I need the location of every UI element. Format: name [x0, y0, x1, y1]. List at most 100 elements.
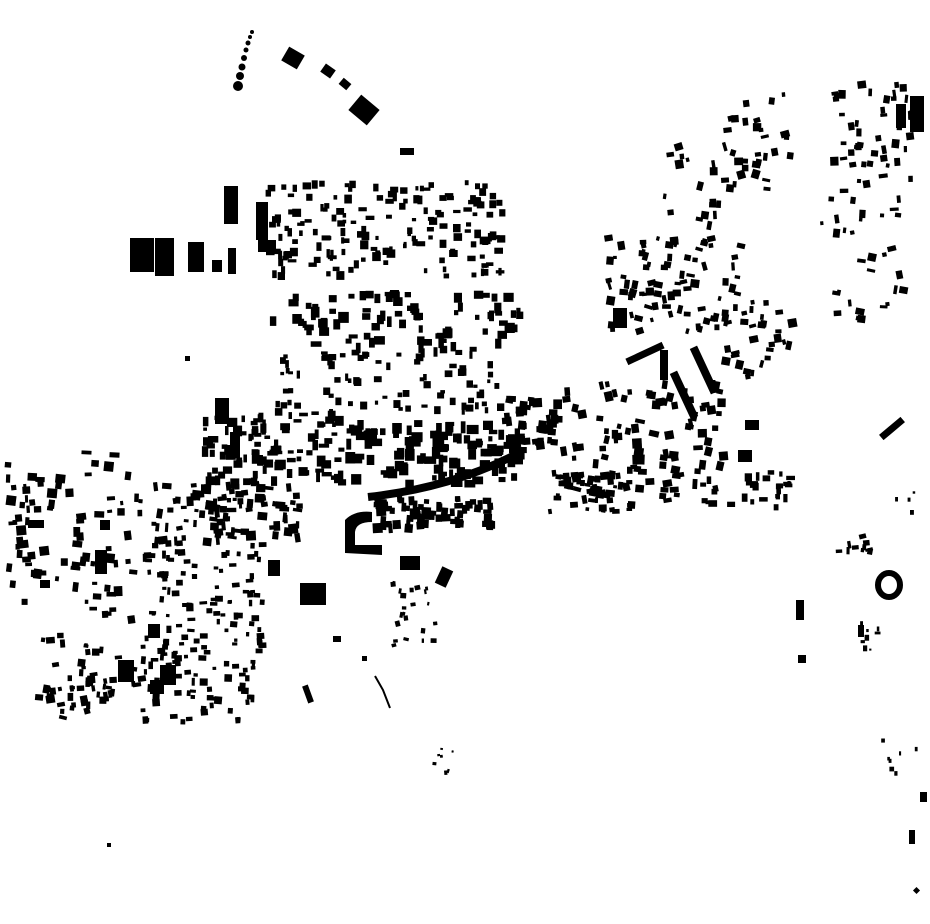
building — [497, 403, 505, 411]
building — [232, 663, 240, 669]
building — [174, 689, 182, 696]
building — [423, 207, 428, 215]
building — [234, 483, 240, 490]
building — [237, 498, 244, 505]
building — [483, 509, 492, 515]
building — [495, 338, 502, 349]
building — [25, 562, 33, 567]
building — [405, 479, 414, 492]
building — [862, 179, 871, 189]
building — [674, 281, 681, 286]
building — [600, 453, 609, 461]
building — [232, 642, 238, 646]
building — [708, 243, 714, 249]
building — [685, 157, 690, 163]
building — [71, 561, 81, 571]
building — [374, 336, 385, 345]
building — [874, 631, 881, 635]
building — [742, 117, 749, 126]
building — [876, 626, 880, 632]
building — [752, 123, 762, 132]
building — [667, 310, 674, 318]
building — [269, 524, 280, 530]
building — [386, 362, 391, 371]
building — [380, 501, 389, 510]
building — [329, 354, 337, 361]
building — [892, 89, 897, 97]
building — [334, 377, 341, 383]
building — [419, 377, 425, 382]
building — [551, 469, 557, 477]
building — [326, 249, 330, 258]
building — [324, 203, 330, 209]
building — [149, 552, 156, 559]
building — [406, 514, 414, 522]
building — [457, 368, 465, 376]
building — [474, 229, 481, 239]
building — [721, 309, 729, 317]
building — [866, 268, 876, 273]
building — [272, 270, 277, 279]
building — [761, 177, 771, 183]
building — [275, 459, 286, 470]
building — [232, 497, 237, 502]
building — [201, 446, 209, 457]
building — [34, 693, 44, 701]
building — [661, 379, 668, 390]
building — [440, 338, 447, 343]
building — [453, 433, 458, 443]
building — [26, 505, 31, 514]
building — [404, 523, 414, 534]
building — [398, 407, 403, 411]
building — [350, 425, 363, 436]
building — [418, 342, 424, 353]
building — [563, 479, 572, 490]
building — [10, 484, 17, 491]
building — [28, 499, 36, 506]
building — [349, 180, 356, 189]
building — [325, 416, 335, 424]
building — [483, 513, 493, 524]
building — [215, 595, 223, 602]
building — [159, 655, 164, 661]
building — [71, 702, 77, 708]
building — [326, 271, 331, 277]
building — [73, 526, 81, 537]
building — [83, 643, 88, 648]
building — [184, 669, 192, 675]
building — [329, 255, 333, 261]
building — [381, 522, 387, 531]
building — [333, 319, 341, 330]
building — [655, 236, 660, 241]
building — [449, 508, 455, 517]
building — [689, 278, 700, 289]
building — [856, 258, 866, 264]
building — [846, 546, 850, 555]
building — [734, 359, 745, 370]
building — [480, 448, 491, 457]
building — [283, 251, 289, 260]
building — [174, 496, 181, 504]
building — [96, 691, 101, 698]
building — [696, 181, 704, 192]
building — [672, 289, 681, 297]
building — [775, 329, 782, 334]
building — [212, 696, 217, 701]
building — [203, 650, 211, 655]
building — [405, 405, 411, 412]
building — [355, 342, 361, 354]
building — [703, 436, 713, 447]
building — [81, 552, 91, 562]
building — [733, 304, 738, 312]
building — [180, 570, 186, 576]
building — [708, 500, 718, 507]
building — [250, 30, 254, 34]
building — [487, 361, 493, 369]
building — [499, 320, 508, 326]
building — [479, 254, 485, 259]
building — [867, 252, 877, 262]
building — [421, 404, 428, 408]
building — [401, 462, 408, 472]
building — [251, 615, 260, 622]
building — [736, 242, 746, 250]
